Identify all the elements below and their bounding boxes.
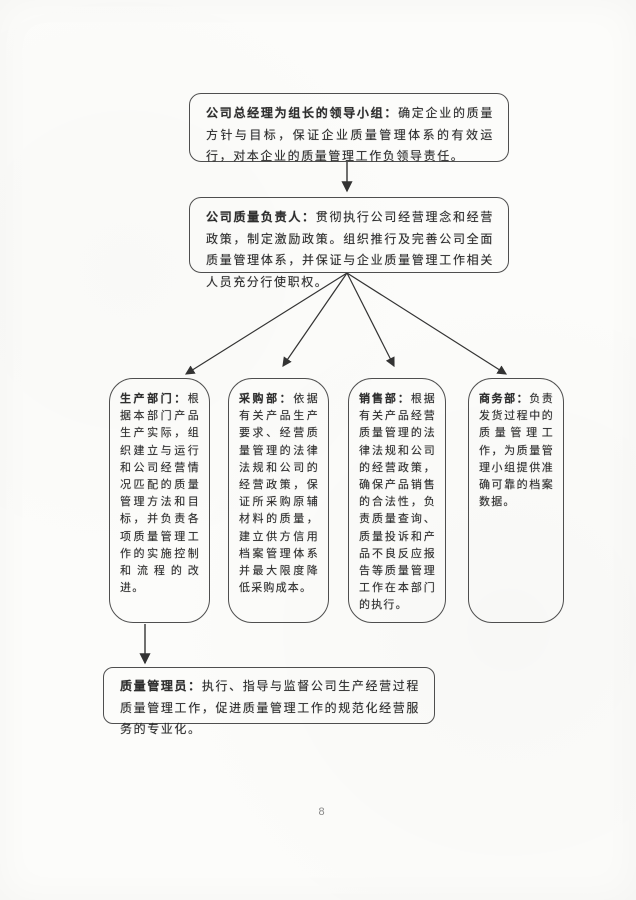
quality-admin-text: 质量管理员：执行、指导与监督公司生产经营过程质量管理工作，促进质量管理工作的规范… bbox=[120, 676, 420, 741]
flowchart-node-sales-dept: 销售部：根据有关产品经营质量管理的法律法规和公司的经营政策，确保产品销售的合法性… bbox=[348, 378, 446, 623]
flowchart-node-purchasing-dept: 采购部：依据有关产品生产要求、经营质量管理的法律法规和公司的经营政策，保证所采购… bbox=[228, 378, 329, 623]
leader-group-title: 公司总经理为组长的领导小组： bbox=[206, 106, 399, 120]
quality-admin-title: 质量管理员： bbox=[120, 679, 202, 693]
quality-head-text: 公司质量负责人：贯彻执行公司经营理念和经营政策，制定激励政策。组织推行及完善公司… bbox=[206, 207, 494, 293]
commerce-dept-title: 商务部： bbox=[479, 393, 530, 405]
purchasing-dept-description: 依据有关产品生产要求、经营质量管理的法律法规和公司的经营政策，保证所采购原辅材料… bbox=[239, 393, 319, 595]
production-dept-text: 生产部门：根据本部门产品生产实际，组织建立与运行和公司经营情况匹配的质量管理方法… bbox=[120, 391, 200, 597]
purchasing-dept-title: 采购部： bbox=[239, 393, 294, 405]
flowchart-node-quality-head: 公司质量负责人：贯彻执行公司经营理念和经营政策，制定激励政策。组织推行及完善公司… bbox=[189, 197, 509, 289]
leader-group-description: 确定企业的质量方针与目标，保证企业质量管理体系的有效运行，对本企业的质量管理工作… bbox=[206, 106, 494, 163]
purchasing-dept-text: 采购部：依据有关产品生产要求、经营质量管理的法律法规和公司的经营政策，保证所采购… bbox=[239, 391, 319, 597]
page-number: 8 bbox=[318, 806, 326, 818]
sales-dept-text: 销售部：根据有关产品经营质量管理的法律法规和公司的经营政策，确保产品销售的合法性… bbox=[359, 391, 436, 615]
sales-dept-description: 根据有关产品经营质量管理的法律法规和公司的经营政策，确保产品销售的合法性，负责质… bbox=[359, 393, 436, 612]
commerce-dept-text: 商务部：负责发货过程中的质量管理工作，为质量管理小组提供准确可靠的档案数据。 bbox=[479, 391, 554, 511]
production-dept-title: 生产部门： bbox=[120, 393, 188, 405]
leader-group-text: 公司总经理为组长的领导小组：确定企业的质量方针与目标，保证企业质量管理体系的有效… bbox=[206, 103, 494, 168]
flowchart-node-commerce-dept: 商务部：负责发货过程中的质量管理工作，为质量管理小组提供准确可靠的档案数据。 bbox=[468, 378, 564, 623]
sales-dept-title: 销售部： bbox=[359, 393, 411, 405]
flowchart-node-leader-group: 公司总经理为组长的领导小组：确定企业的质量方针与目标，保证企业质量管理体系的有效… bbox=[189, 93, 509, 163]
production-dept-description: 根据本部门产品生产实际，组织建立与运行和公司经营情况匹配的质量管理方法和目标，并… bbox=[120, 393, 200, 595]
flowchart-node-production-dept: 生产部门：根据本部门产品生产实际，组织建立与运行和公司经营情况匹配的质量管理方法… bbox=[109, 378, 210, 623]
quality-head-title: 公司质量负责人： bbox=[206, 210, 316, 224]
flowchart-node-quality-admin: 质量管理员：执行、指导与监督公司生产经营过程质量管理工作，促进质量管理工作的规范… bbox=[103, 667, 435, 736]
quality-head-description: 贯彻执行公司经营理念和经营政策，制定激励政策。组织推行及完善公司全面质量管理体系… bbox=[206, 210, 494, 289]
commerce-dept-description: 负责发货过程中的质量管理工作，为质量管理小组提供准确可靠的档案数据。 bbox=[479, 393, 554, 509]
quality-admin-description: 执行、指导与监督公司生产经营过程质量管理工作，促进质量管理工作的规范化经营服务的… bbox=[120, 679, 420, 736]
